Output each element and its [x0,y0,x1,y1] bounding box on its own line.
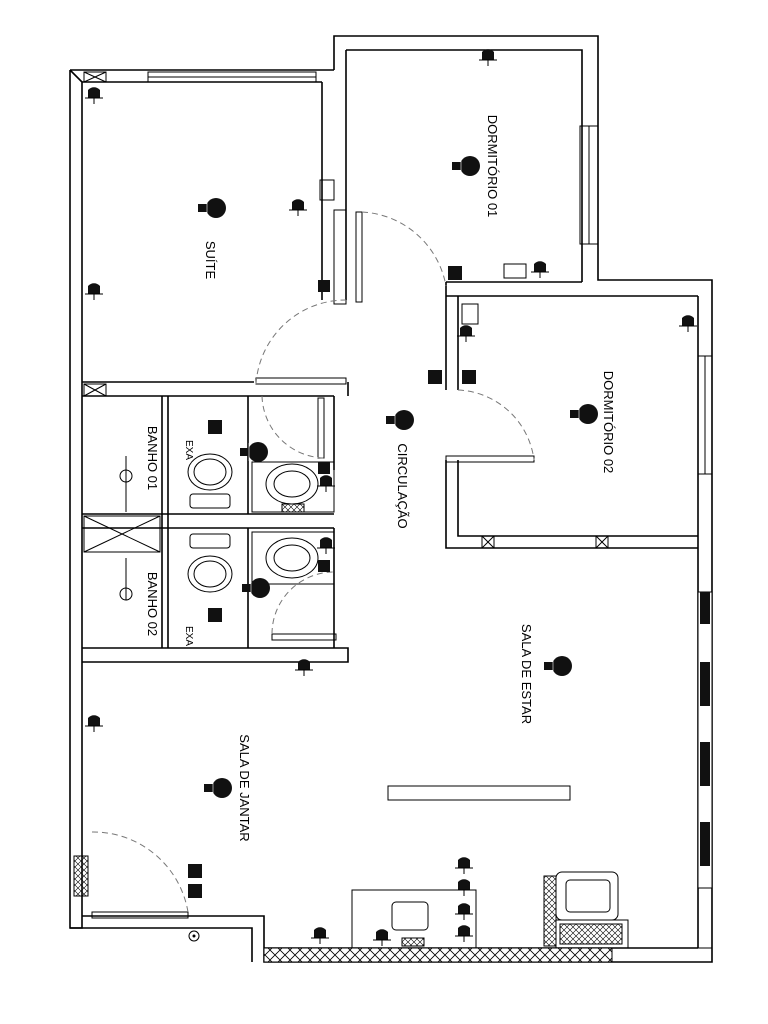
room-label-dormitorio-01: DORMITÓRIO 01 [485,115,500,218]
doors [73,211,535,919]
wall-light-icon [288,198,308,217]
wall-light-icon [372,928,392,947]
room-label-circulacao: CIRCULAÇÃO [395,443,410,528]
ceiling-light-icon [197,197,227,219]
wall-light-icon [478,48,498,67]
wall-light-icon [454,902,474,921]
bath-fixtures [119,453,335,601]
ceiling-light-icon [203,777,233,799]
kitchen-counter [351,785,629,949]
exhaust-label-2: EXA [183,626,194,646]
wall-light-icon [678,314,698,333]
wall-light-icon [456,324,476,343]
tv-points [319,179,527,325]
wall-light-icon [530,260,550,279]
wall-light-icon [454,924,474,943]
wall-light-icon [84,282,104,301]
ceiling-light-icon [543,655,573,677]
ceiling-light-icon [569,403,599,425]
wall-light-icon [316,536,336,555]
room-label-banho-01: BANHO 01 [145,426,160,490]
wall-light-icon [84,714,104,733]
room-label-sala-de-jantar: SALA DE JANTAR [237,734,252,841]
wall-lights [84,48,698,947]
exhaust-label-1: EXA [183,440,194,460]
room-label-banho-02: BANHO 02 [145,572,160,636]
interior-walls [82,209,698,663]
room-label-sala-de-estar: SALA DE ESTAR [519,624,534,724]
wall-light-icon [316,474,336,493]
wall-light-icon [84,86,104,105]
exterior-walls [69,35,713,963]
switches [188,266,476,898]
ceiling-light-icon [385,409,415,431]
ceiling-light-icon [239,441,269,463]
wall-light-icon [454,856,474,875]
room-labels: SUÍTE DORMITÓRIO 01 DORMITÓRIO 02 CIRCUL… [145,115,616,842]
doorbell-icon [188,930,200,942]
ceiling-light-icon [451,155,481,177]
ceiling-light-icon [241,577,271,599]
room-label-dormitorio-02: DORMITÓRIO 02 [601,371,616,474]
room-label-suite: SUÍTE [203,241,218,280]
wall-light-icon [454,878,474,897]
wall-light-icon [310,926,330,945]
